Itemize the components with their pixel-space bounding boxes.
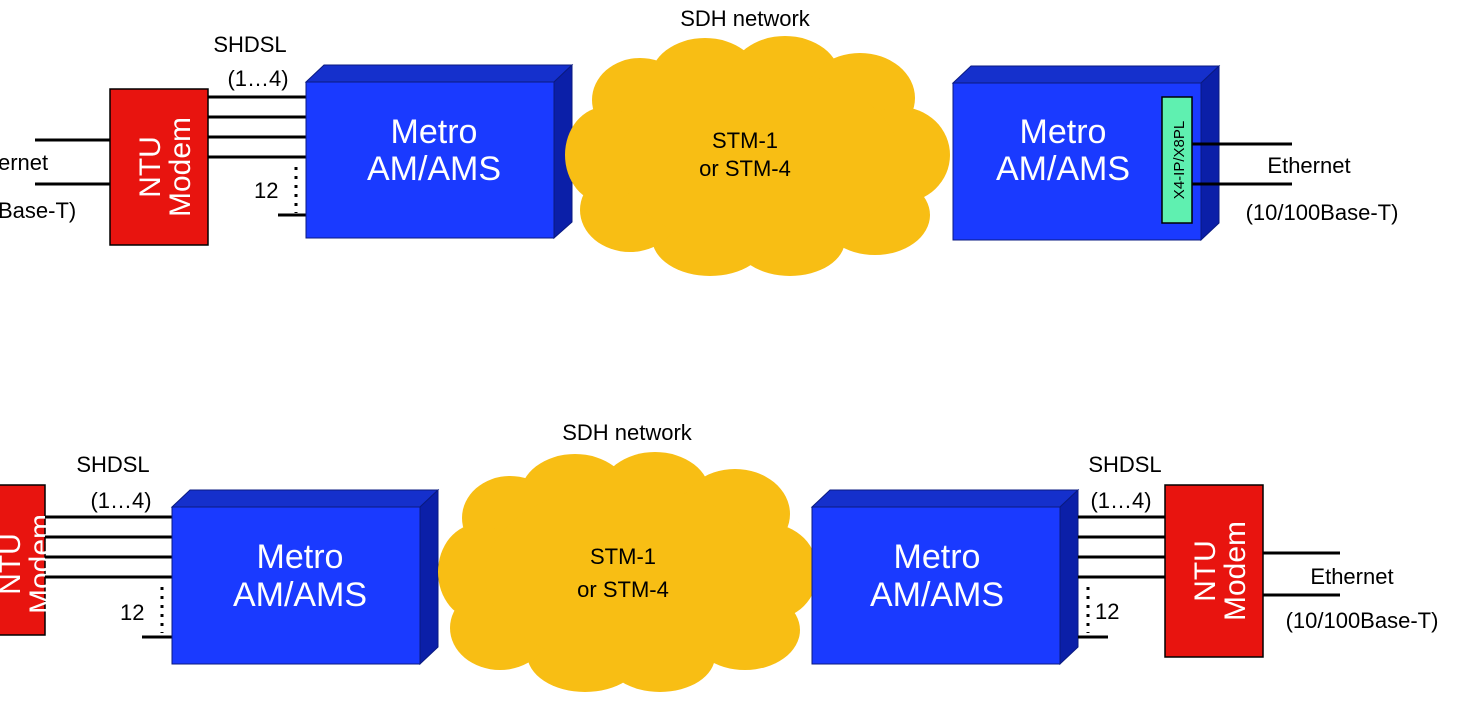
ethernet-label: ernet <box>0 150 48 175</box>
pair-count-label: 12 <box>254 178 278 203</box>
metro-box-right: Metro AM/AMS X4-IP/X8PL <box>951 64 1221 242</box>
shdsl-label: SHDSL <box>213 32 286 57</box>
metro-label: Metro <box>894 538 981 576</box>
metro-label: Metro <box>1020 113 1107 151</box>
diagram-1: ernet Base-T) NTU Modem SHDSL (1…4) 12 M… <box>0 6 1398 276</box>
am-ams-label: AM/AMS <box>233 576 367 614</box>
ethernet-label: Ethernet <box>1310 564 1393 589</box>
pair-count-label: 12 <box>1095 599 1119 624</box>
modem-label: Modem <box>1219 521 1252 621</box>
metro-box-left: Metro AM/AMS <box>170 488 440 666</box>
network-label: SDH network <box>680 6 811 31</box>
pair-range-label: (1…4) <box>227 66 288 91</box>
ntu-modem <box>1164 484 1264 658</box>
cloud-label-line2: or STM-4 <box>577 577 669 602</box>
metro-label: Metro <box>391 113 478 151</box>
sdh-cloud <box>565 36 950 276</box>
ntu-modem <box>0 484 46 636</box>
ethernet-label: Ethernet <box>1267 153 1350 178</box>
cloud-label-line1: STM-1 <box>712 128 778 153</box>
metro-box-left: Metro AM/AMS <box>304 63 574 240</box>
modem-label: Modem <box>164 117 197 217</box>
interface-card <box>1161 96 1193 224</box>
ethernet-speed-label: Base-T) <box>0 198 76 223</box>
diagram-2: NTU Modem SHDSL (1…4) 12 Metro AM/AMS <box>0 420 1438 692</box>
pair-count-label: 12 <box>120 600 144 625</box>
shdsl-label: SHDSL <box>1088 452 1161 477</box>
ethernet-speed-label: (10/100Base-T) <box>1246 200 1399 225</box>
cloud-label-line1: STM-1 <box>590 544 656 569</box>
metro-box-right: Metro AM/AMS <box>810 488 1080 666</box>
shdsl-label: SHDSL <box>76 452 149 477</box>
ntu-label: NTU <box>134 136 167 198</box>
am-ams-label: AM/AMS <box>870 576 1004 614</box>
pair-range-label: (1…4) <box>1090 488 1151 513</box>
cloud-label-line2: or STM-4 <box>699 156 791 181</box>
am-ams-label: AM/AMS <box>367 150 501 188</box>
ntu-modem <box>109 88 209 246</box>
am-ams-label: AM/AMS <box>996 150 1130 188</box>
network-label: SDH network <box>562 420 693 445</box>
ntu-label: NTU <box>1189 540 1222 602</box>
sdh-cloud <box>438 452 818 692</box>
ntu-label: NTU <box>0 533 27 595</box>
modem-label: Modem <box>24 514 57 614</box>
interface-card-label: X4-IP/X8PL <box>1171 121 1188 199</box>
ethernet-speed-label: (10/100Base-T) <box>1286 608 1439 633</box>
pair-range-label: (1…4) <box>90 488 151 513</box>
metro-label: Metro <box>257 538 344 576</box>
